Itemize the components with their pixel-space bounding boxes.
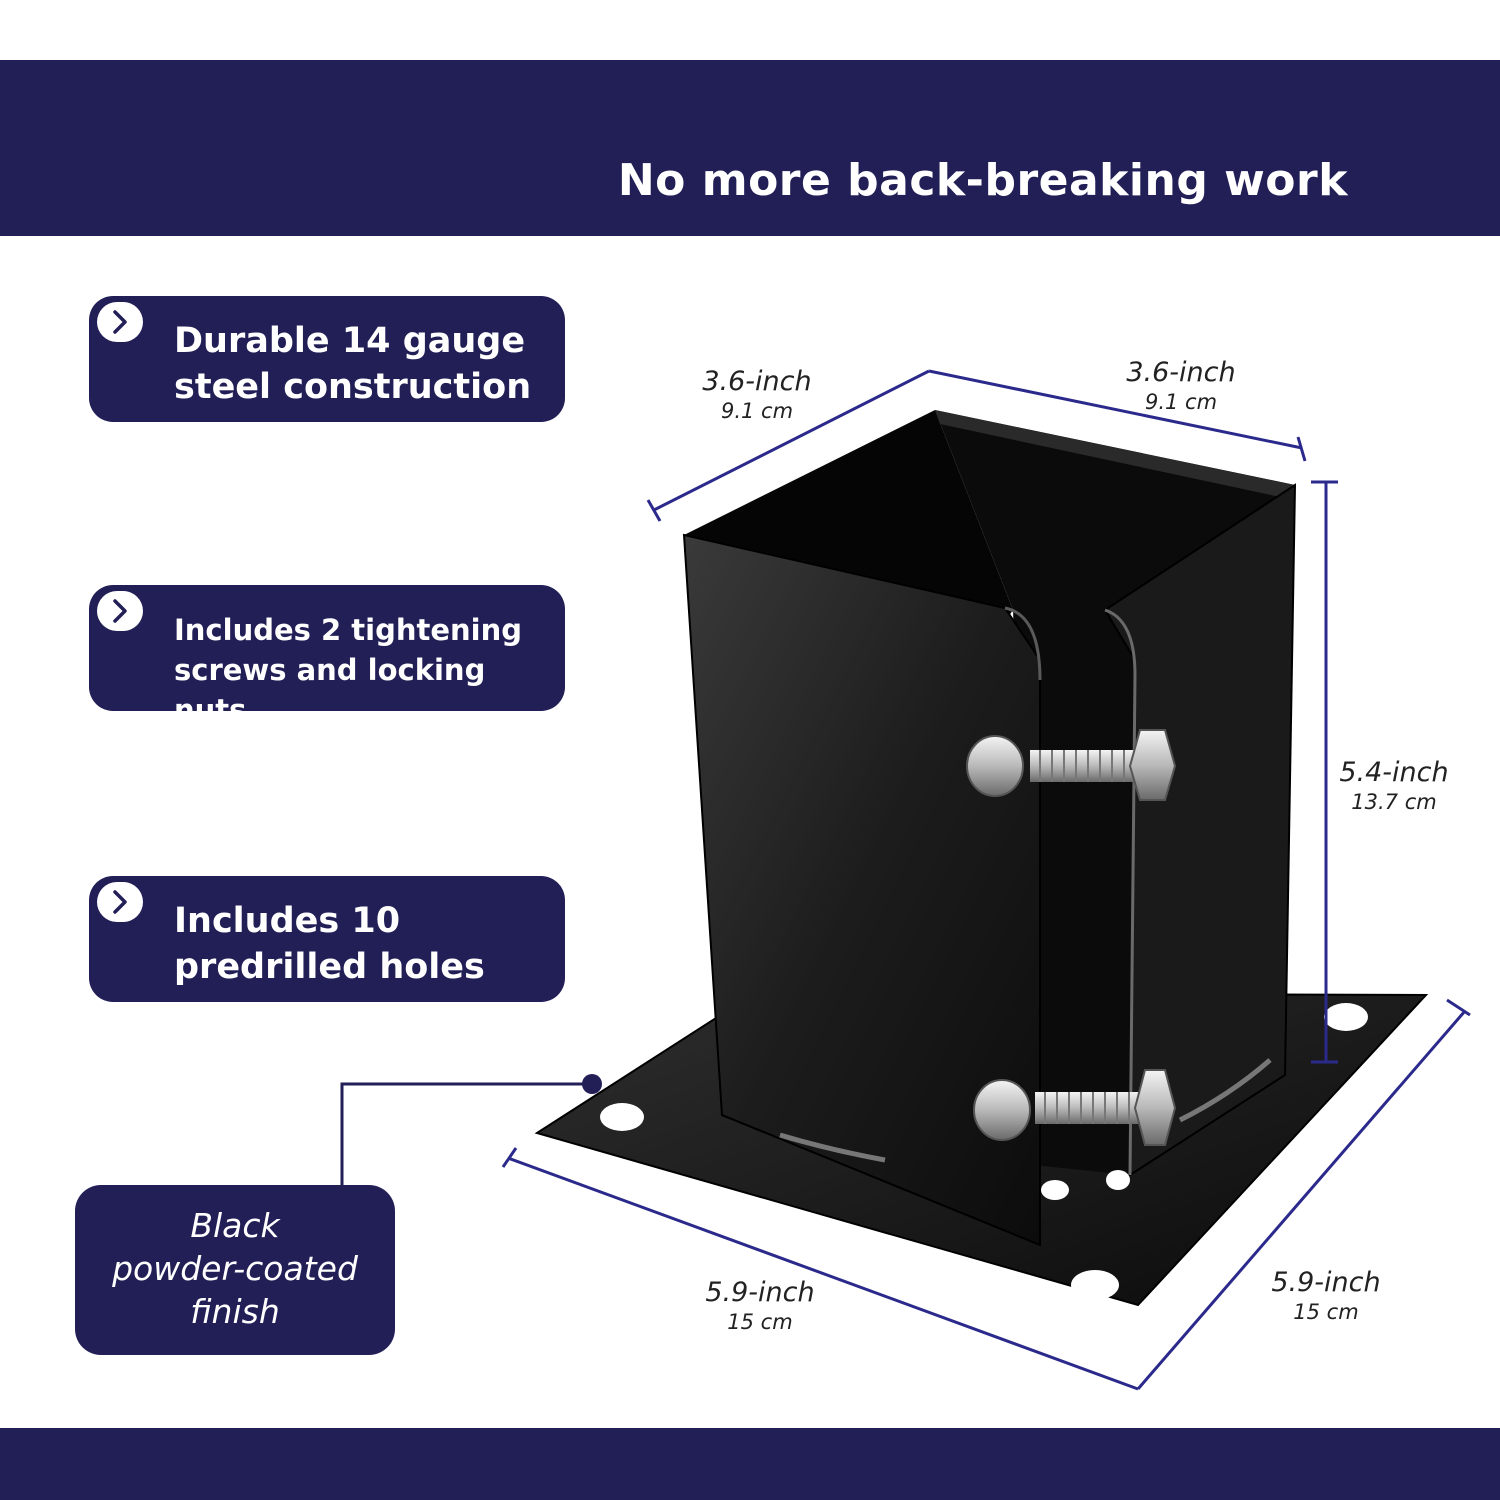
page-title: No more back-breaking work — [617, 155, 1348, 206]
dim-cm: 15 cm — [727, 1310, 793, 1334]
socket-front-plate — [682, 533, 1041, 1247]
feature-card-screws: Includes 2 tightening screws and locking… — [89, 585, 565, 727]
socket-rim-right — [935, 410, 1295, 500]
dim-line-base-right — [1136, 1010, 1467, 1390]
finish-line: Black — [190, 1206, 280, 1245]
bolt-threads-top — [1030, 750, 1135, 782]
dim-inch: 5.9-inch — [705, 1277, 815, 1308]
feature-line: Includes 2 tightening — [174, 613, 522, 647]
dim-inch: 3.6-inch — [702, 366, 812, 397]
plate-hole — [1324, 1003, 1368, 1031]
dimension-lines — [501, 369, 1471, 1391]
socket-right-flange — [1103, 483, 1297, 1177]
dim-line-top-left — [653, 369, 930, 512]
feature-text: Durable 14 gauge steel construction — [174, 318, 553, 410]
feature-line: steel construction — [174, 367, 532, 407]
dim-inch: 3.6-inch — [1126, 357, 1236, 388]
feature-line: Durable 14 gauge — [174, 321, 526, 361]
leader-line — [340, 1082, 592, 1190]
feature-card-holes: Includes 10 predrilled holes — [89, 876, 565, 1002]
dim-label-base-left: 5.9-inch 15 cm — [705, 1277, 814, 1335]
dim-label-top-right: 3.6-inch 9.1 cm — [1126, 357, 1235, 415]
dim-label-top-left: 3.6-inch 9.1 cm — [702, 366, 811, 424]
plate-hole — [1106, 1170, 1130, 1190]
plate-hole — [1041, 1180, 1069, 1200]
feature-text: Includes 2 tightening screws and locking… — [174, 610, 553, 730]
plate-hole — [600, 1103, 644, 1131]
dim-inch: 5.9-inch — [1271, 1267, 1381, 1298]
dim-cm: 13.7 cm — [1351, 790, 1437, 814]
finish-callout: Black powder-coated finish — [75, 1185, 395, 1355]
bolt-threads-bottom — [1035, 1092, 1140, 1124]
dim-cm: 15 cm — [1293, 1300, 1359, 1324]
bolt-head-bottom — [973, 1079, 1031, 1141]
chevron-right-icon — [97, 302, 143, 342]
dim-inch: 5.4-inch — [1339, 757, 1449, 788]
dim-line-base-left — [507, 1156, 1139, 1391]
feature-line: predrilled holes — [174, 947, 485, 987]
leader-dot — [582, 1074, 602, 1094]
bolt-head-top — [966, 735, 1024, 797]
header-band — [0, 60, 1500, 236]
chevron-right-icon — [97, 591, 143, 631]
feature-text: Includes 10 predrilled holes — [174, 898, 553, 990]
feature-line: screws and locking nuts — [174, 653, 486, 727]
chevron-right-icon — [97, 882, 143, 922]
nut-bottom — [1133, 1069, 1177, 1146]
finish-line: powder-coated — [112, 1249, 358, 1288]
dim-label-height: 5.4-inch 13.7 cm — [1339, 757, 1448, 815]
plate-hole — [1071, 1270, 1119, 1300]
dim-cm: 9.1 cm — [1144, 390, 1218, 414]
feature-line: Includes 10 — [174, 901, 401, 941]
feature-card-steel: Durable 14 gauge steel construction — [89, 296, 565, 422]
dim-cm: 9.1 cm — [720, 399, 794, 423]
nut-top — [1128, 729, 1177, 801]
footer-band — [0, 1428, 1500, 1500]
dim-line-top-right — [928, 369, 1303, 450]
dim-label-base-right: 5.9-inch 15 cm — [1271, 1267, 1380, 1325]
finish-line: finish — [190, 1292, 280, 1331]
